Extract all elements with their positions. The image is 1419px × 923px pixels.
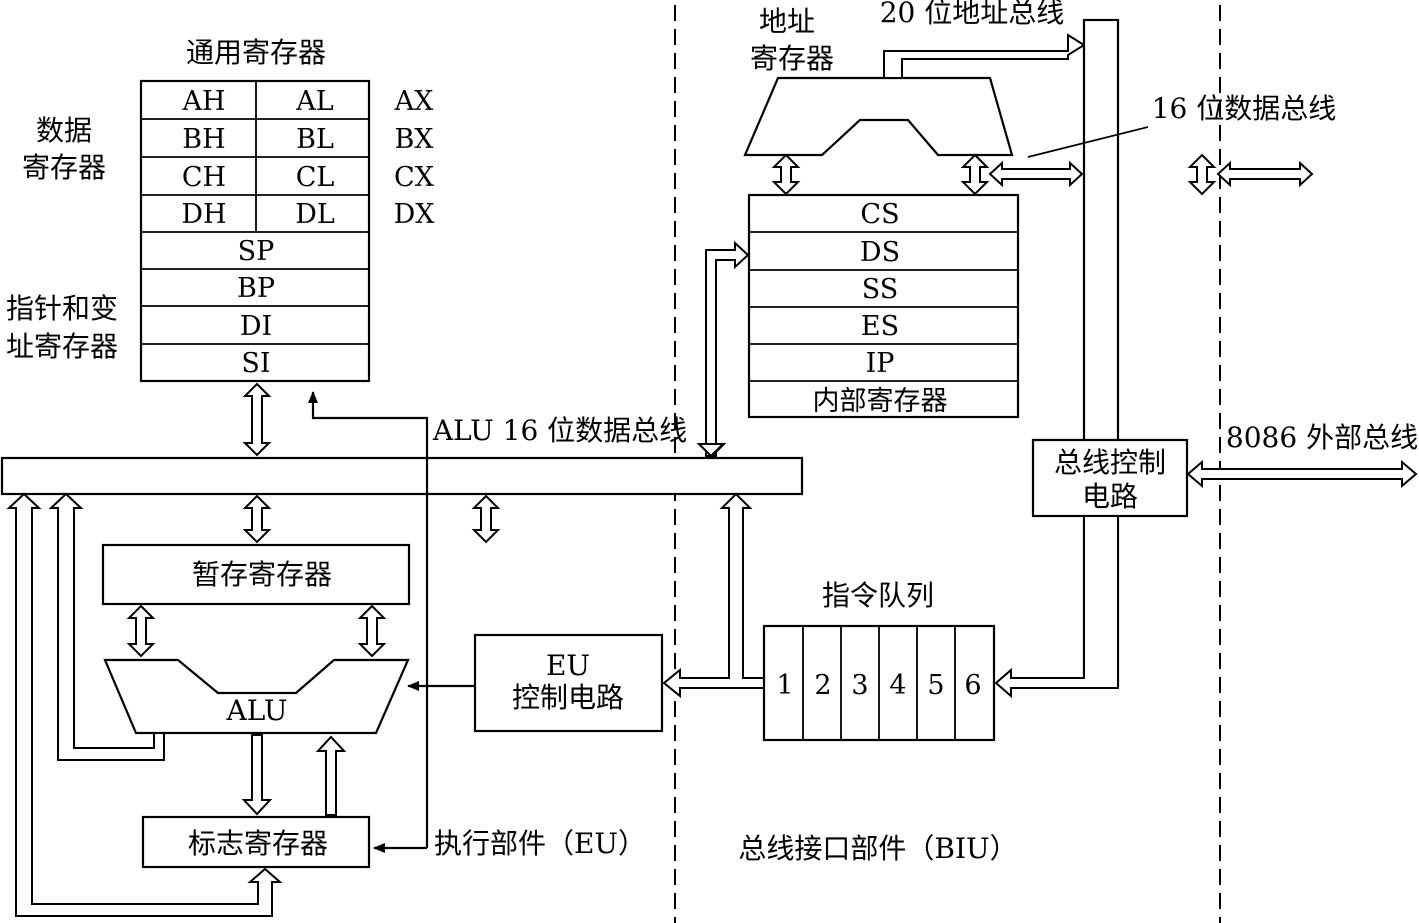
data-registers-label: 数据 [36,114,92,147]
queue-slot-2: 2 [814,670,831,701]
address-register-label-2: 寄存器 [750,42,834,75]
temp-alu-arrow-left [126,604,156,658]
bus-control-box [1031,438,1189,518]
register-pair-cx: CX [394,162,435,193]
register-dh: DH [181,199,226,230]
external-data-arrow-h [1216,160,1314,188]
general-register-file [139,79,371,383]
queue-eu-arrow [662,492,765,699]
biu-caption: 总线接口部件（BIU） [738,832,1017,865]
eu-control-label-2: 控制电路 [512,681,624,714]
external-data-arrow-v [1187,153,1217,196]
address-bus-label: 20 位地址总线 [880,0,1065,29]
flags-alu-arrow [315,735,347,816]
segment-register-file [747,193,1020,419]
gpr-title: 通用寄存器 [186,36,326,69]
register-ah: AH [181,86,225,117]
register-al: AL [295,86,333,117]
flags-feedback-loop [6,492,283,917]
bus-seg-arrowhead [696,443,726,458]
segment-register-2: SS [862,274,899,305]
alu-feedback-loop [48,492,165,761]
queue-title: 指令队列 [822,579,934,612]
register-pair-bx: BX [394,124,434,155]
external-bus-label: 8086 外部总线 [1226,421,1418,454]
register-bh: BH [182,124,225,155]
queue-slot-4: 4 [889,670,906,701]
segment-register-5: 内部寄存器 [813,386,948,417]
flags-register-box [141,815,371,869]
data-bus-pointer [1027,126,1149,158]
adder-seg-arrow-right [960,153,990,196]
bus-control-label: 总线控制 [1054,446,1166,479]
queue-slot-5: 5 [927,670,944,701]
register-dl: DL [295,199,335,230]
temp-register-box [101,543,411,606]
alu-data-bus [0,456,804,496]
address-register-label: 地址 [759,5,815,38]
register-pair-ax: AX [394,86,434,117]
address-adder [743,76,1014,157]
segment-register-4: IP [866,348,895,379]
segment-register-3: ES [861,311,899,342]
register-labels: AH AL AX BH BL BX CH CL CX DH DL DX SP BP DI SI [181,86,435,379]
instruction-queue [762,624,996,742]
data-registers-label-2: 寄存器 [22,151,106,184]
register-ch: CH [182,162,226,193]
eu-control-label: EU [546,649,590,682]
temp-alu-arrow-right [357,604,387,658]
temp-register-label: 暂存寄存器 [192,558,332,591]
register-sp: SP [238,236,275,267]
register-cl: CL [296,162,335,193]
register-bp: BP [237,273,275,304]
queue-slot-1: 1 [776,670,793,701]
address-bus-arrow [883,33,1086,79]
alu-flags-arrow [241,734,273,816]
alu-label: ALU [226,694,288,727]
segment-register-1: DS [860,237,900,268]
register-pair-dx: DX [394,199,436,230]
queue-slot-3: 3 [851,670,868,701]
bus-queue-arrow [994,515,1119,699]
flags-register-label: 标志寄存器 [188,827,328,860]
eu-control-box [473,633,664,733]
segment-register-0: CS [860,199,899,230]
adder-seg-arrow-left [771,153,801,196]
eu-caption: 执行部件（EU） [434,827,646,860]
register-bl: BL [296,124,334,155]
control-line [308,391,429,848]
segment-register-labels: CS DS SS ES IP 内部寄存器 [813,199,948,417]
bus-seg-connection [697,240,750,458]
queue-slot-6: 6 [964,670,981,701]
data-bus-16-label: 16 位数据总线 [1152,92,1337,125]
alu-data-bus-label: ALU 16 位数据总线 [432,414,687,447]
seg-to-bus-arrow [988,160,1084,188]
register-si: SI [241,348,270,379]
pointer-registers-label: 指针和变 [6,292,118,325]
bus-temp-arrow [242,494,272,544]
gpr-bus-arrow [242,382,272,457]
pointer-registers-label-2: 址寄存器 [6,330,118,363]
register-di: DI [240,311,272,342]
external-bus-arrow [1186,459,1418,489]
bus-control-label-2: 电路 [1082,480,1138,513]
bus-extra-arrow [471,494,501,544]
alu-shape [103,658,410,735]
